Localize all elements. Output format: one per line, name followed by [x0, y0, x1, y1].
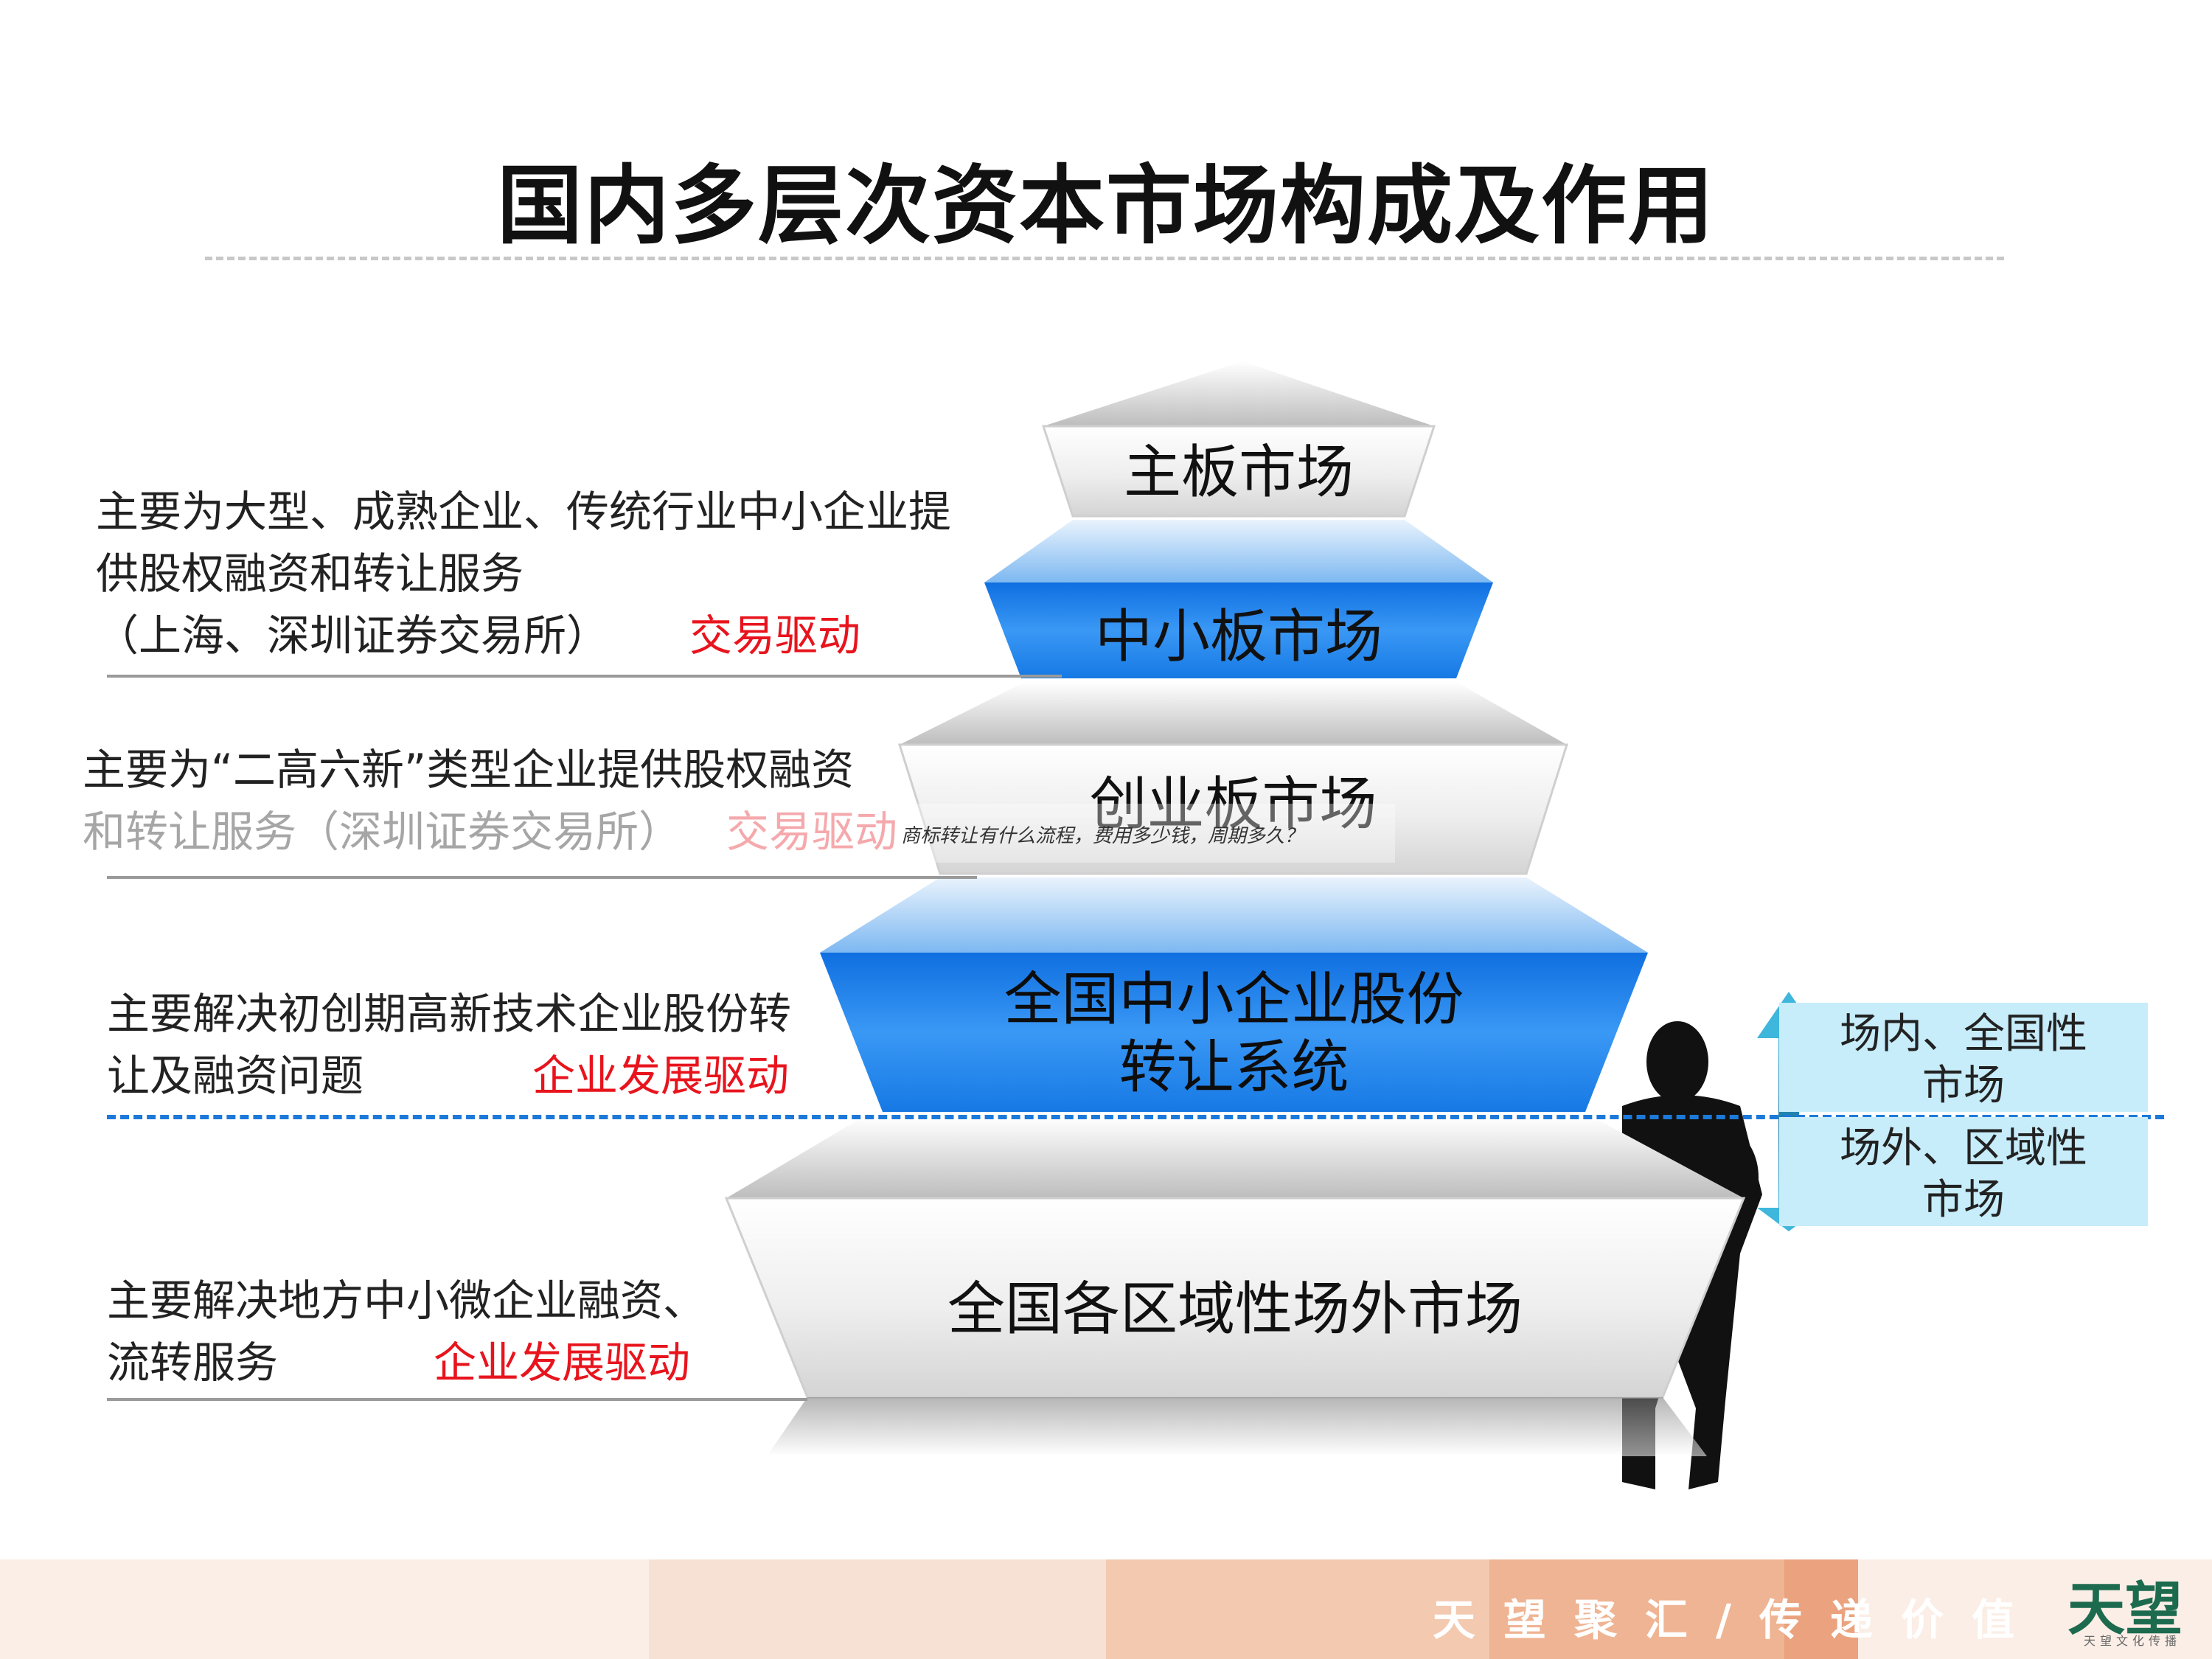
onsite-market-box: 场内、全国性 市场: [1779, 1003, 2148, 1112]
otc-market-line1: 场外、区域性: [1840, 1124, 2087, 1172]
company-logo: 天望: [2067, 1576, 2183, 1643]
page-title: 国内多层次资本市场构成及作用: [497, 156, 1715, 256]
neeq-desc-line1: 主要解决初创期高新技术企业股份转: [107, 989, 792, 1039]
market-divider-line: [107, 1115, 2164, 1119]
gem-desc-line1: 主要为“二高六新”类型企业提供股权融资: [83, 745, 855, 795]
regional-desc-line2: 流转服务: [107, 1338, 279, 1388]
regional-desc-line1: 主要解决地方中小微企业融资、: [107, 1276, 706, 1326]
regional-driver: 企业发展驱动: [434, 1338, 691, 1388]
onsite-market-line1: 场内、全国性: [1840, 1010, 2087, 1058]
main-board-desc-line1: 主要为大型、成熟企业、传统行业中小企业提: [96, 487, 952, 537]
footer-band: [0, 1559, 2212, 1659]
company-logo-subtitle: 天望文化传播: [2083, 1634, 2181, 1648]
tier-regional-label: 全国各区域性场外市场: [947, 1276, 1523, 1343]
regional-rule: [107, 1398, 807, 1401]
footer-slogan: 天望聚汇/传递价值: [1432, 1595, 2042, 1645]
footer-band-segment: [649, 1559, 1106, 1659]
gem-driver: 交易驱动: [726, 807, 898, 857]
title-divider: [205, 257, 2004, 260]
otc-market-line2: 市场: [1922, 1176, 2005, 1224]
footer-band-segment: [1784, 1559, 1858, 1659]
overlay-note: 商标转让有什么流程，费用多少钱，周期多久？: [901, 825, 1304, 847]
gem-desc-line2: 和转让服务（深圳证券交易所）: [83, 807, 682, 857]
neeq-driver: 企业发展驱动: [532, 1051, 790, 1101]
gem-rule: [107, 876, 977, 879]
onsite-market-line2: 市场: [1922, 1062, 2005, 1110]
footer-band-segment: [1489, 1559, 1784, 1659]
tier-sme-board-label: 中小板市场: [1094, 604, 1382, 670]
main-board-driver: 交易驱动: [689, 611, 861, 661]
tier-neeq-label-line2: 转让系统: [1119, 1034, 1349, 1101]
main-board-desc-line2: 供股权融资和转让服务: [96, 549, 524, 599]
otc-market-box: 场外、区域性 市场: [1779, 1117, 2148, 1226]
tier-main-board-label: 主板市场: [1123, 439, 1354, 506]
overlay-band: [83, 804, 1395, 863]
tier-neeq-label-line1: 全国中小企业股份: [1004, 967, 1464, 1033]
tier-gem-label: 创业板市场: [1089, 771, 1377, 838]
main-board-rule: [107, 675, 1062, 678]
main-board-desc-line3: （上海、深圳证券交易所）: [96, 611, 610, 661]
neeq-desc-line2: 让及融资问题: [107, 1051, 364, 1101]
